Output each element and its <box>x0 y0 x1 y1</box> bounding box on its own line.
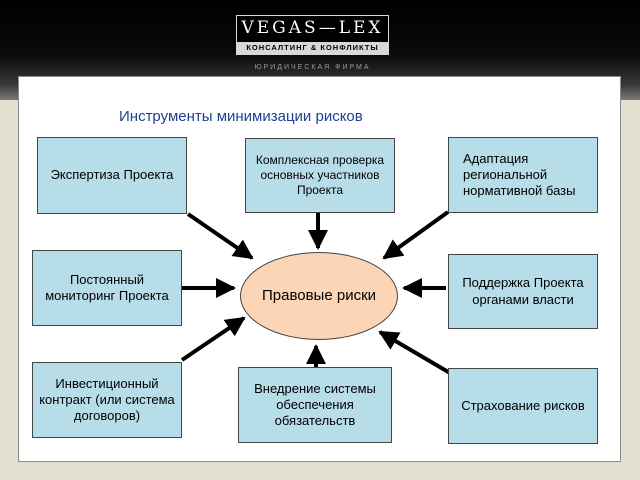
arrow-insurance <box>378 330 452 375</box>
node-support: Поддержка Проекта органами власти <box>448 254 598 329</box>
arrow-investment <box>180 316 246 362</box>
logo-subtitle: ЮРИДИЧЕСКАЯ ФИРМА <box>254 64 371 71</box>
node-adaptation: Адаптация региональной нормативной базы <box>448 137 598 213</box>
center-legal-risks: Правовые риски <box>240 252 398 340</box>
logo-name: VEGAS—LEX <box>241 18 384 38</box>
arrow-expertise <box>186 212 254 260</box>
node-implementation: Внедрение системы обеспечения обязательс… <box>238 367 392 443</box>
node-investment: Инвестиционный контракт (или система дог… <box>32 362 182 438</box>
node-insurance: Страхование рисков <box>448 368 598 444</box>
diagram-title: Инструменты минимизации рисков <box>119 108 363 125</box>
logo-tagline: КОНСАЛТИНГ & КОНФЛИКТЫ <box>237 42 388 54</box>
company-logo: VEGAS—LEX КОНСАЛТИНГ & КОНФЛИКТЫ <box>236 15 389 55</box>
node-expertise: Экспертиза Проекта <box>37 137 187 214</box>
node-monitoring: Постоянный мониторинг Проекта <box>32 250 182 326</box>
arrow-adaptation <box>382 210 450 260</box>
node-complex-check: Комплексная проверка основных участников… <box>245 138 395 213</box>
